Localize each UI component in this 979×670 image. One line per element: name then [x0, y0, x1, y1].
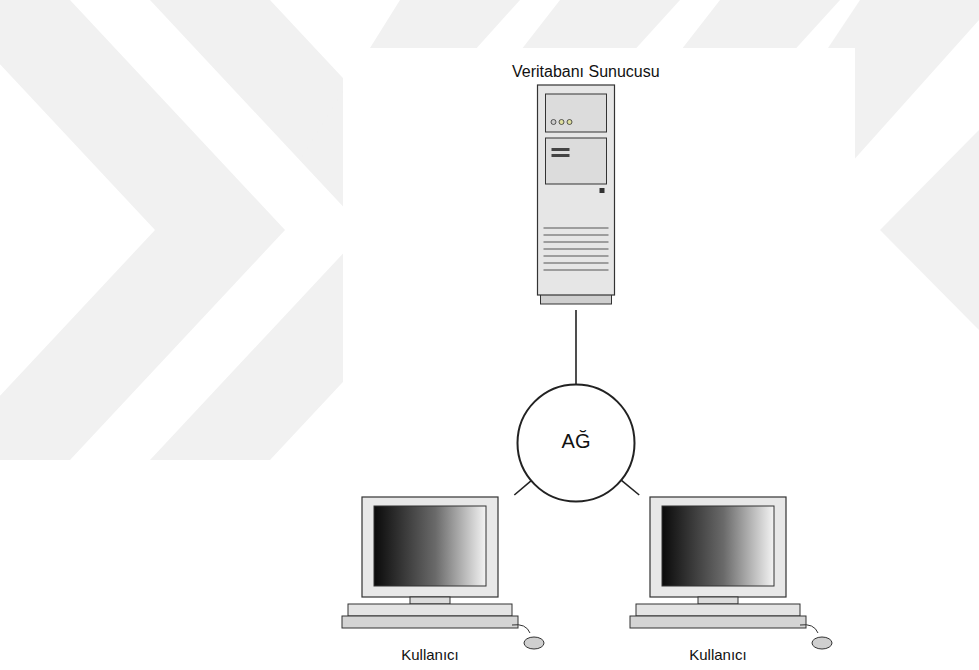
node-shape	[624, 495, 812, 667]
node-shape	[512, 58, 640, 310]
network-link	[575, 310, 577, 385]
user-label: Kullanıcı	[336, 645, 524, 664]
user-computer: Kullanıcı	[624, 495, 812, 667]
server-label: Veritabanı Sunucusu	[512, 62, 640, 82]
computer-icon	[630, 497, 832, 649]
network-link	[621, 480, 639, 495]
network-label: AĞ	[512, 429, 640, 453]
node-shape	[336, 495, 524, 667]
user-label: Kullanıcı	[624, 645, 812, 664]
network-link	[514, 481, 531, 495]
server-tower	[538, 85, 615, 304]
computer-icon	[342, 497, 544, 649]
database-server: Veritabanı Sunucusu	[512, 58, 640, 310]
network-circle: AĞ	[512, 383, 640, 503]
user-computer: Kullanıcı	[336, 495, 524, 667]
figure-ground	[343, 48, 855, 670]
